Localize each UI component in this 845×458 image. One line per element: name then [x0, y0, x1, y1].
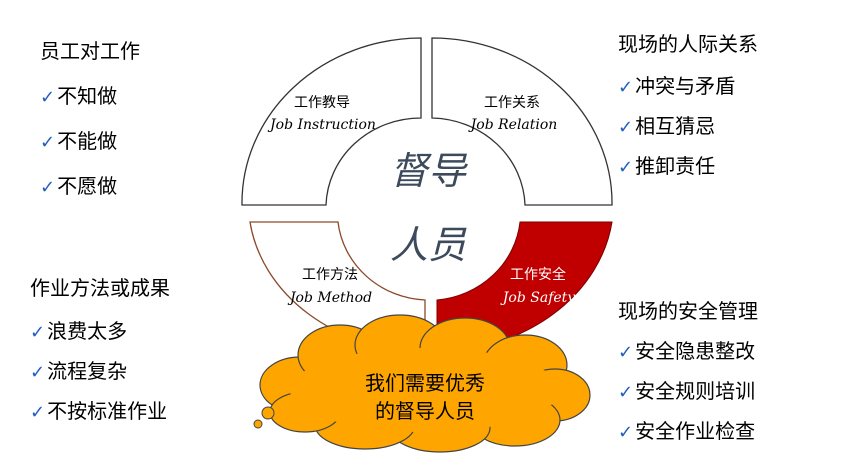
method-subtitle: Job Method [287, 290, 372, 306]
left-bottom-item: ✓浪费太多 [30, 319, 128, 343]
relation-subtitle: Job Relation [468, 117, 558, 133]
left-top-item: ✓不知做 [40, 84, 118, 108]
check-icon: ✓ [40, 132, 56, 153]
check-icon: ✓ [618, 422, 634, 443]
left-bottom-item: ✓不按标准作业 [30, 399, 168, 423]
safety-subtitle: Job Safety [500, 290, 576, 306]
check-icon: ✓ [30, 322, 46, 343]
center-line1: 督导 [390, 149, 468, 193]
left-top-item: ✓不能做 [40, 129, 118, 153]
right-bottom-item: ✓安全隐患整改 [618, 339, 756, 363]
relation-title: 工作关系 [484, 95, 540, 111]
check-icon: ✓ [618, 77, 634, 98]
cloud-line1: 我们需要优秀 [365, 371, 485, 395]
check-icon: ✓ [618, 117, 634, 138]
right-top-heading: 现场的人际关系 [618, 32, 758, 56]
check-icon: ✓ [618, 157, 634, 178]
right-top-item: ✓相互猜忌 [618, 114, 716, 138]
left-bottom-heading: 作业方法或成果 [30, 276, 170, 300]
right-top-item: ✓推卸责任 [618, 154, 716, 178]
instruction-subtitle: Job Instruction [267, 117, 376, 133]
left-top-heading: 员工对工作 [40, 39, 140, 63]
left-bottom-item: ✓流程复杂 [30, 359, 128, 383]
check-icon: ✓ [618, 342, 634, 363]
center-line2: 人员 [390, 223, 467, 267]
check-icon: ✓ [40, 87, 56, 108]
instruction-title: 工作教导 [294, 95, 350, 111]
cloud-shape [253, 314, 591, 453]
cloud-line2: 的督导人员 [375, 399, 475, 423]
quadrant-job-relation [431, 37, 613, 206]
right-top-item: ✓冲突与矛盾 [618, 74, 736, 98]
check-icon: ✓ [30, 402, 46, 423]
method-title: 工作方法 [302, 267, 358, 283]
right-bottom-item: ✓安全作业检查 [618, 419, 756, 443]
safety-title: 工作安全 [510, 266, 566, 283]
check-icon: ✓ [618, 382, 634, 403]
check-icon: ✓ [30, 362, 46, 383]
check-icon: ✓ [40, 177, 56, 198]
right-bottom-item: ✓安全规则培训 [618, 379, 756, 403]
right-bottom-heading: 现场的安全管理 [618, 299, 758, 323]
left-top-item: ✓不愿做 [40, 174, 118, 198]
quadrant-job-instruction [241, 37, 422, 206]
